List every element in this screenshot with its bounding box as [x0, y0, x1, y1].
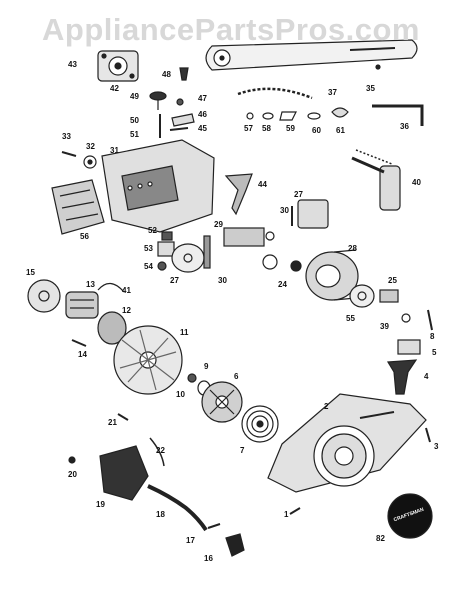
part-label-35: 35 [366, 84, 375, 93]
part-label-30-upper: 30 [280, 206, 289, 215]
part-label-37: 37 [328, 88, 337, 97]
part-label-57: 57 [244, 124, 253, 133]
trigger-part [224, 173, 253, 216]
part-label-27-lower: 27 [170, 276, 179, 285]
part-label-50: 50 [130, 116, 139, 125]
part-label-7: 7 [240, 446, 245, 455]
clutch-carrier-part [223, 227, 302, 272]
part-label-52: 52 [148, 226, 157, 235]
spark-cable-parts [147, 484, 301, 557]
part-label-48: 48 [162, 70, 171, 79]
wrench-part [372, 104, 424, 126]
part-label-54: 54 [144, 262, 153, 271]
part-label-30-lower: 30 [218, 276, 227, 285]
part-label-20: 20 [68, 470, 77, 479]
part-label-17: 17 [186, 536, 195, 545]
sprocket-plate-part [97, 50, 139, 82]
part-label-3: 3 [434, 442, 439, 451]
part-label-6: 6 [234, 372, 239, 381]
part-label-5: 5 [432, 348, 437, 357]
part-label-14: 14 [78, 350, 87, 359]
part-label-21: 21 [108, 418, 117, 427]
engine-housing-part [101, 139, 215, 233]
flywheel-part [113, 325, 183, 395]
part-label-46: 46 [198, 110, 207, 119]
craftsman-badge-part [387, 493, 433, 539]
oil-bottle-part [351, 149, 401, 211]
wiring-parts [68, 413, 165, 501]
starter-spring-part [241, 405, 279, 443]
part-label-41: 41 [122, 286, 131, 295]
part-label-47: 47 [198, 94, 207, 103]
side-cover-part [51, 179, 105, 235]
spark-plug-parts [386, 309, 433, 395]
part-label-28: 28 [348, 244, 357, 253]
part-label-60: 60 [312, 126, 321, 135]
part-label-33: 33 [62, 132, 71, 141]
part-label-55: 55 [346, 314, 355, 323]
part-label-10: 10 [176, 390, 185, 399]
part-label-59: 59 [286, 124, 295, 133]
part-label-51: 51 [130, 130, 139, 139]
part-label-31: 31 [110, 146, 119, 155]
part-label-13: 13 [86, 280, 95, 289]
part-label-18: 18 [156, 510, 165, 519]
part-label-4: 4 [424, 372, 429, 381]
part-label-82: 82 [376, 534, 385, 543]
part-label-19: 19 [96, 500, 105, 509]
part-label-24: 24 [278, 280, 287, 289]
part-label-12: 12 [122, 306, 131, 315]
pump-parts [171, 235, 211, 273]
part-label-58: 58 [262, 124, 271, 133]
part-label-43: 43 [68, 60, 77, 69]
starter-pulley-part [201, 381, 243, 423]
saw-chain-part [237, 87, 313, 100]
part-label-45: 45 [198, 124, 207, 133]
part-label-16: 16 [204, 554, 213, 563]
part-label-36: 36 [400, 122, 409, 131]
starter-housing-part [267, 393, 427, 493]
screw-part [425, 427, 431, 443]
part-label-9: 9 [204, 362, 209, 371]
guide-bar-part [205, 39, 418, 71]
part-label-44: 44 [258, 180, 267, 189]
clutch-shoes-part [291, 199, 329, 229]
part-label-40: 40 [412, 178, 421, 187]
bearing-part [349, 284, 411, 323]
part-label-39: 39 [380, 322, 389, 331]
part-label-49: 49 [130, 92, 139, 101]
part-label-27-upper: 27 [294, 190, 303, 199]
part-label-15: 15 [26, 268, 35, 277]
part-label-42: 42 [110, 84, 119, 93]
part-label-32: 32 [86, 142, 95, 151]
part-label-53: 53 [144, 244, 153, 253]
part-label-2: 2 [324, 402, 329, 411]
ignition-parts [27, 279, 127, 347]
watermark-text: AppliancePartsPros.com [42, 12, 420, 47]
fuel-cap-parts [149, 67, 195, 138]
part-label-22: 22 [156, 446, 165, 455]
part-label-8: 8 [430, 332, 435, 341]
small-hardware-parts [246, 107, 349, 121]
clutch-drum-part [305, 249, 359, 301]
oiler-parts [157, 231, 175, 271]
bolt-washer-part [61, 151, 97, 169]
part-label-25: 25 [388, 276, 397, 285]
part-label-1: 1 [284, 510, 289, 519]
part-label-11: 11 [180, 328, 189, 337]
part-label-29: 29 [214, 220, 223, 229]
part-label-56: 56 [80, 232, 89, 241]
part-label-61: 61 [336, 126, 345, 135]
